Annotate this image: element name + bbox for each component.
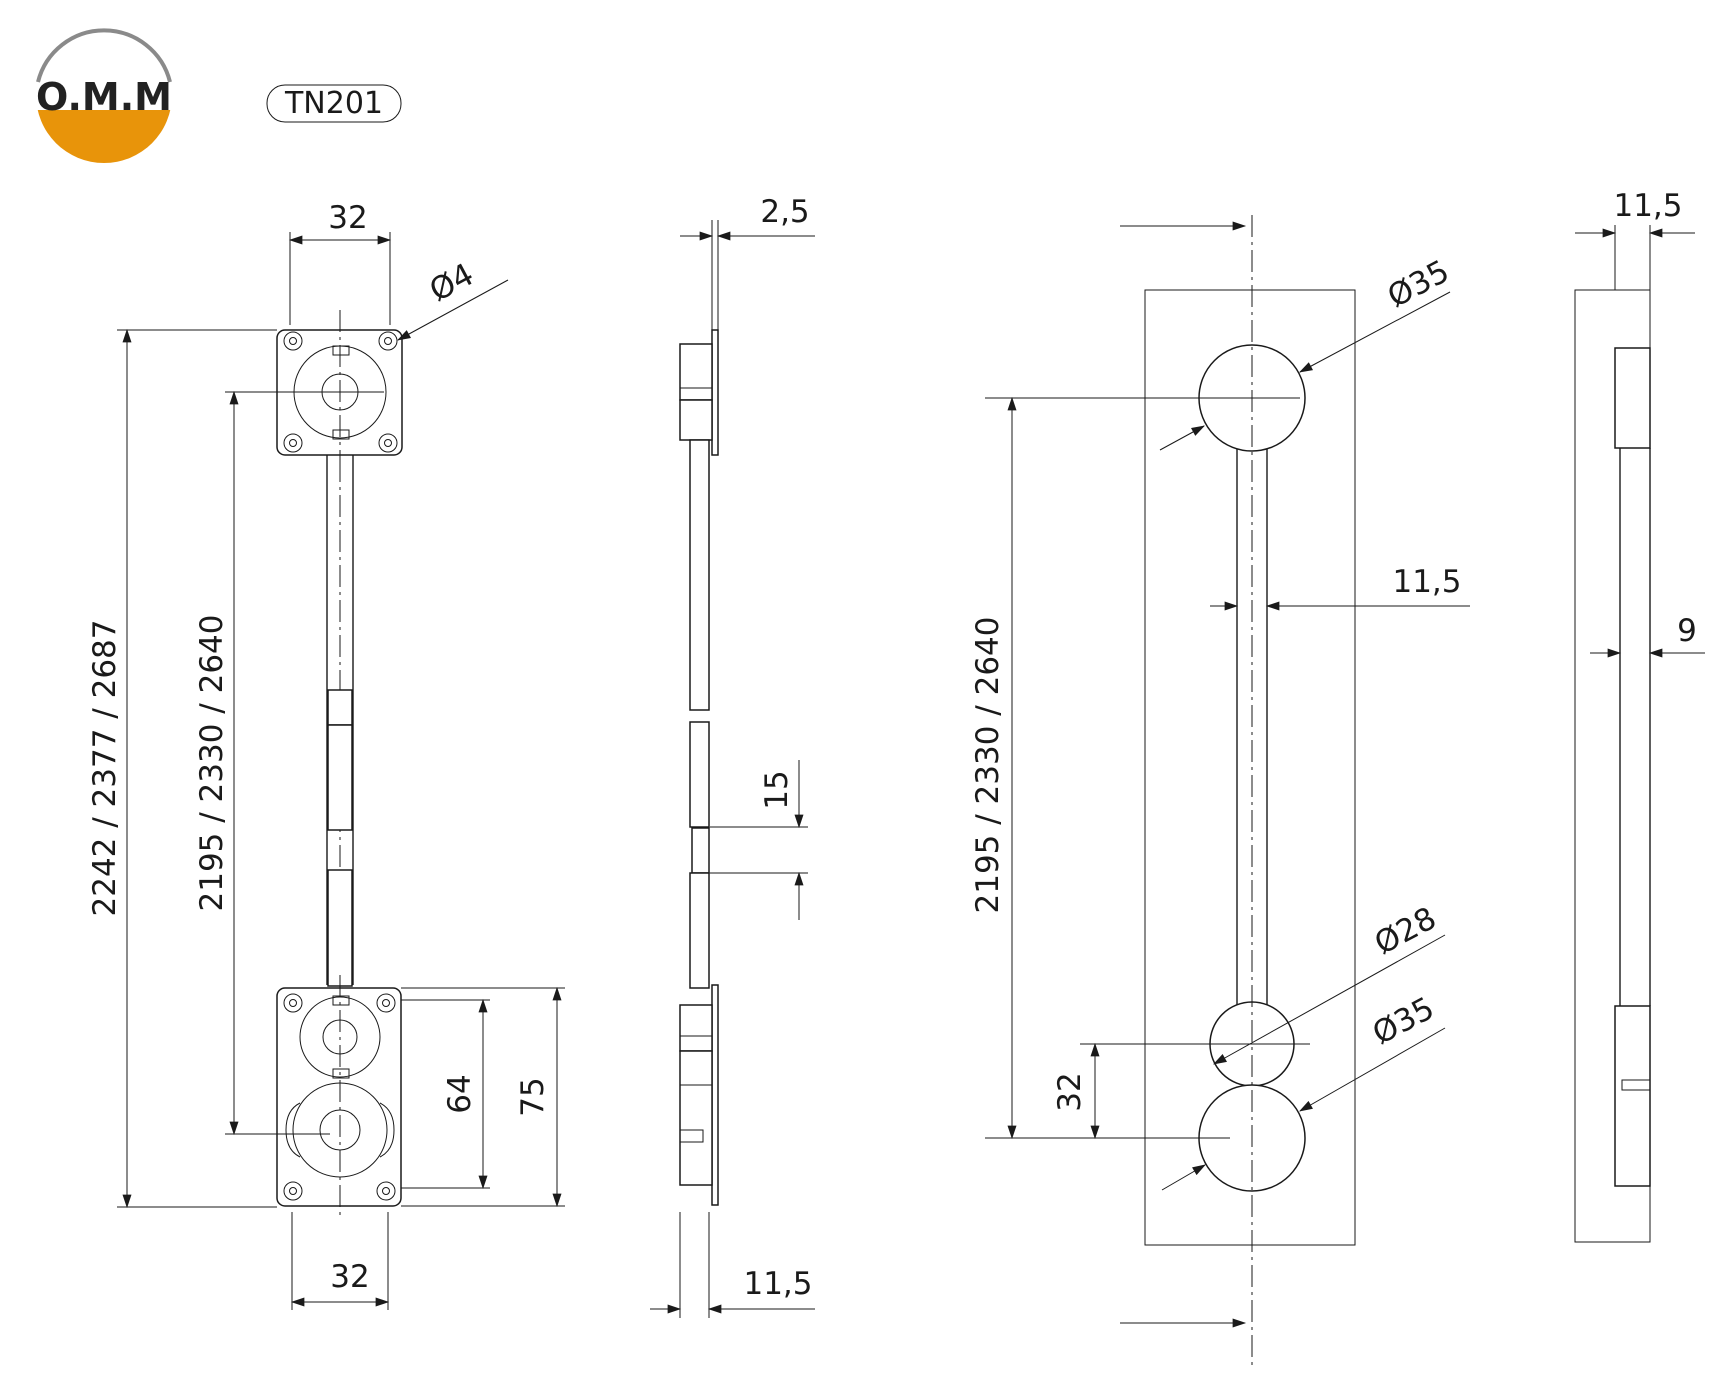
dim-template-center-distance: 2195 / 2330 / 2640 [970,617,1006,914]
omm-logo: O.M.M [36,27,172,163]
front-view: 32 Ø4 2242 / 2377 / 2687 2195 / 2330 / 2… [87,200,565,1310]
bottom-mounting-plate [276,987,402,1207]
dim-top-hole: Ø35 [1382,253,1455,315]
logo-ring [36,28,172,83]
dim-64: 64 [442,1074,478,1113]
dim-bottom-width: 32 [330,1259,369,1295]
dim-top-width: 32 [328,200,367,236]
dim-gap: 15 [759,770,795,809]
dim-overall-length: 2242 / 2377 / 2687 [87,620,123,917]
dim-slot-width: 11,5 [1392,564,1461,600]
dim-groove-width: 11,5 [1613,188,1682,224]
groove-section: 11,5 9 [1574,188,1705,1243]
door-panel [1144,289,1356,1246]
side-view: 2,5 15 11,5 [650,194,815,1318]
logo-text: O.M.M [36,75,172,119]
rod-coupling [327,724,353,831]
side-rod-coupling [689,721,710,828]
dim-center-distance: 2195 / 2330 / 2640 [194,615,230,912]
logo-orange-band [36,110,172,163]
drill-template: Ø35 11,5 2195 / 2330 / 2640 32 Ø28 Ø35 [970,215,1470,1370]
dim-75: 75 [515,1077,551,1116]
model-code-badge: TN201 [266,84,402,123]
dim-small-hole: Ø28 [1369,900,1442,962]
dim-template-offset: 32 [1052,1072,1088,1111]
dim-side-depth: 11,5 [743,1266,812,1302]
dim-hole-diameter: Ø4 [424,257,480,310]
model-code: TN201 [284,86,383,121]
dim-bottom-hole: Ø35 [1367,990,1440,1052]
dim-plate-thickness: 2,5 [760,194,809,230]
dim-rod-width: 9 [1677,613,1697,649]
